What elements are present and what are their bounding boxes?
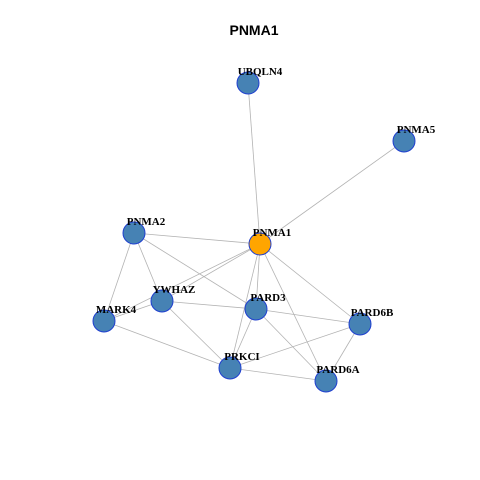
edge-pnma1-mark4 bbox=[103, 243, 261, 322]
edge-ywhaz-prkci bbox=[161, 300, 231, 369]
edge-pnma1-ubqln4 bbox=[247, 82, 261, 245]
edge-pnma1-pard6a bbox=[259, 243, 327, 382]
node-pard3: PARD3 bbox=[244, 292, 286, 321]
node-circle bbox=[92, 309, 116, 333]
edge-pnma1-pnma5 bbox=[259, 140, 405, 245]
edge-pnma2-mark4 bbox=[103, 232, 135, 322]
node-pard6b: PARD6B bbox=[348, 307, 394, 336]
node-pnma1: PNMA1 bbox=[248, 227, 292, 256]
edge-pard3-pard6b bbox=[255, 308, 361, 325]
diagram-title: PNMA1 bbox=[229, 22, 278, 38]
node-pnma2: PNMA2 bbox=[122, 216, 166, 245]
edge-ywhaz-pard3 bbox=[161, 300, 257, 310]
edge-prkci-pard6b bbox=[229, 323, 361, 369]
node-circle bbox=[248, 232, 272, 256]
node-circle bbox=[244, 297, 268, 321]
node-label: PARD6B bbox=[351, 307, 394, 319]
node-label: PNMA2 bbox=[127, 216, 166, 228]
node-circle bbox=[236, 71, 260, 95]
node-label: MARK4 bbox=[96, 304, 137, 316]
node-label: PRKCI bbox=[224, 351, 259, 363]
edge-pnma1-ywhaz bbox=[161, 243, 261, 302]
node-circle bbox=[218, 356, 242, 380]
edge-pnma2-pard3 bbox=[133, 232, 257, 310]
node-ywhaz: YWHAZ bbox=[150, 284, 196, 313]
node-circle bbox=[314, 369, 338, 393]
node-pnma5: PNMA5 bbox=[392, 124, 436, 153]
edge-pard3-pard6a bbox=[255, 308, 327, 382]
node-circle bbox=[392, 129, 416, 153]
node-pard6a: PARD6A bbox=[314, 364, 360, 393]
node-circle bbox=[122, 221, 146, 245]
node-label: UBQLN4 bbox=[238, 66, 283, 78]
node-ubqln4: UBQLN4 bbox=[236, 66, 283, 95]
node-circle bbox=[150, 289, 174, 313]
node-prkci: PRKCI bbox=[218, 351, 260, 380]
node-label: YWHAZ bbox=[153, 284, 196, 296]
edge-pnma2-ywhaz bbox=[133, 232, 163, 302]
node-label: PARD3 bbox=[250, 292, 286, 304]
node-mark4: MARK4 bbox=[92, 304, 137, 333]
node-circle bbox=[348, 312, 372, 336]
node-label: PNMA5 bbox=[397, 124, 436, 136]
edge-pnma1-pnma2 bbox=[133, 232, 261, 245]
edge-prkci-pard6a bbox=[229, 367, 327, 382]
edge-mark4-prkci bbox=[103, 320, 231, 369]
node-label: PARD6A bbox=[316, 364, 359, 376]
edge-pnma1-pard6b bbox=[259, 243, 361, 325]
node-label: PNMA1 bbox=[253, 227, 292, 239]
